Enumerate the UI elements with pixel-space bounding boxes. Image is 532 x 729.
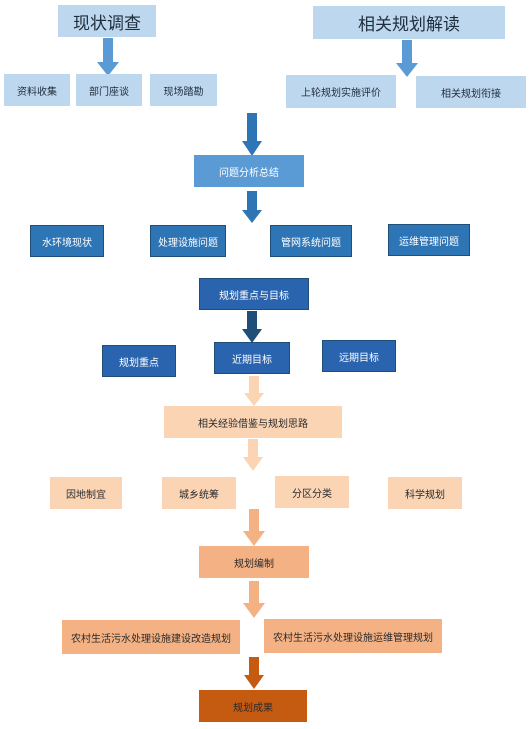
arrow-to-problems <box>242 191 262 223</box>
plan-item-plan-linkage: 相关规划衔接 <box>416 76 526 108</box>
focus-item-long-term-goal: 远期目标 <box>322 340 396 372</box>
arrow-to-principles <box>243 439 263 471</box>
principle-local-conditions: 因地制宜 <box>50 477 122 509</box>
plan-construction-renovation: 农村生活污水处理设施建设改造规划 <box>62 620 240 654</box>
experience-box: 相关经验借鉴与规划思路 <box>164 406 342 438</box>
survey-item-data-collection: 资料收集 <box>4 74 70 106</box>
survey-item-department-talks: 部门座谈 <box>76 74 142 106</box>
arrow-to-problem-summary <box>242 113 262 156</box>
compilation-box: 规划编制 <box>199 546 309 578</box>
plan-operation-management: 农村生活污水处理设施运维管理规划 <box>264 619 442 653</box>
arrow-to-experience <box>244 376 264 406</box>
arrow-to-near-term <box>242 311 262 343</box>
principle-urban-rural: 城乡统筹 <box>162 477 236 509</box>
arrow-plan-down <box>396 40 418 77</box>
focus-item-key-points: 规划重点 <box>102 345 176 377</box>
problem-operation-management: 运维管理问题 <box>388 224 470 256</box>
problem-pipe-network: 管网系统问题 <box>270 225 352 257</box>
problem-summary-box: 问题分析总结 <box>194 155 304 187</box>
focus-item-near-term-goal: 近期目标 <box>214 342 290 374</box>
survey-title: 现状调查 <box>58 5 156 37</box>
arrow-survey-down <box>97 38 119 76</box>
result-box: 规划成果 <box>199 690 307 722</box>
focus-goals-box: 规划重点与目标 <box>199 278 309 310</box>
plan-title: 相关规划解读 <box>313 6 505 39</box>
principle-zoning-classification: 分区分类 <box>275 476 349 508</box>
plan-item-previous-evaluation: 上轮规划实施评价 <box>286 75 396 108</box>
arrow-to-compilation <box>243 509 265 546</box>
survey-item-site-visit: 现场踏勘 <box>150 74 217 106</box>
arrow-to-plans <box>243 581 265 618</box>
principle-scientific-planning: 科学规划 <box>388 477 462 509</box>
problem-treatment-facilities: 处理设施问题 <box>150 225 226 257</box>
problem-water-environment: 水环境现状 <box>30 225 104 257</box>
arrow-to-result <box>244 657 264 689</box>
